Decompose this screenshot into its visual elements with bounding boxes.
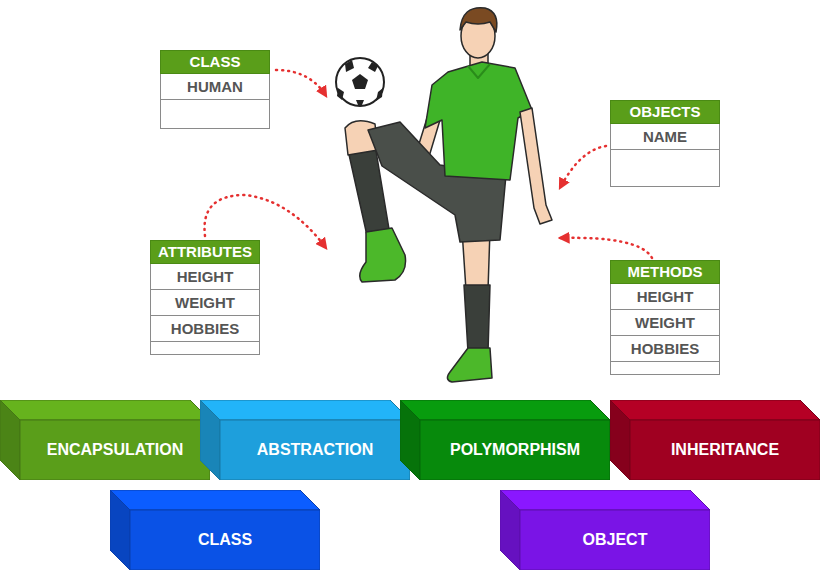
block-top bbox=[610, 400, 820, 420]
block-shape bbox=[610, 400, 820, 480]
callout-table: METHODSHEIGHTWEIGHTHOBBIES bbox=[610, 260, 720, 375]
table-row: HOBBIES bbox=[150, 316, 260, 342]
block-top bbox=[500, 490, 710, 510]
empty-row bbox=[150, 342, 260, 355]
block-side bbox=[200, 400, 220, 480]
table-row: HEIGHT bbox=[610, 284, 720, 310]
ball-patch bbox=[345, 60, 354, 72]
block-label: INHERITANCE bbox=[630, 420, 820, 480]
empty-row bbox=[610, 150, 720, 187]
ball-patch bbox=[356, 100, 364, 105]
block-top bbox=[400, 400, 610, 420]
block-shape bbox=[400, 400, 610, 480]
block-label: POLYMORPHISM bbox=[420, 420, 610, 480]
shirt bbox=[425, 62, 532, 180]
soccer-ball bbox=[336, 58, 384, 106]
ball bbox=[336, 58, 384, 106]
block-side bbox=[500, 490, 520, 570]
concept-block: OBJECT bbox=[500, 490, 710, 570]
leader-arrows bbox=[205, 70, 653, 258]
table-header: ATTRIBUTES bbox=[150, 240, 260, 264]
block-front bbox=[130, 510, 320, 570]
empty-row bbox=[160, 100, 270, 129]
block-shape bbox=[110, 490, 320, 570]
concept-block: INHERITANCE bbox=[610, 400, 820, 480]
block-front bbox=[520, 510, 710, 570]
table-row: HOBBIES bbox=[610, 336, 720, 362]
collar bbox=[468, 64, 490, 78]
table-header: CLASS bbox=[160, 50, 270, 74]
arm bbox=[520, 108, 552, 224]
callout-table: ATTRIBUTESHEIGHTWEIGHTHOBBIES bbox=[150, 240, 260, 355]
block-side bbox=[400, 400, 420, 480]
leader-arrow bbox=[276, 70, 326, 96]
ball-patch bbox=[352, 74, 368, 89]
block-side bbox=[610, 400, 630, 480]
ball-patch bbox=[368, 62, 378, 72]
boot bbox=[447, 348, 492, 382]
block-side bbox=[0, 400, 20, 480]
block-top bbox=[200, 400, 410, 420]
block-top bbox=[0, 400, 210, 420]
concept-block: CLASS bbox=[110, 490, 320, 570]
concept-block: ENCAPSULATION bbox=[0, 400, 210, 480]
block-top bbox=[110, 490, 320, 510]
block-label: OBJECT bbox=[520, 510, 710, 570]
block-label: ENCAPSULATION bbox=[20, 420, 210, 480]
ball-patch bbox=[376, 88, 383, 101]
concept-block: ABSTRACTION bbox=[200, 400, 410, 480]
boot bbox=[360, 228, 406, 282]
leader-arrow bbox=[560, 238, 652, 258]
concept-block: POLYMORPHISM bbox=[400, 400, 610, 480]
table-row: WEIGHT bbox=[150, 290, 260, 316]
table-header: OBJECTS bbox=[610, 100, 720, 124]
block-shape bbox=[200, 400, 410, 480]
hair bbox=[460, 8, 497, 32]
block-front bbox=[420, 420, 610, 480]
block-front bbox=[630, 420, 820, 480]
empty-row bbox=[610, 362, 720, 375]
block-shape bbox=[500, 490, 710, 570]
table-row: NAME bbox=[610, 124, 720, 150]
block-front bbox=[220, 420, 410, 480]
sock bbox=[464, 285, 490, 352]
block-label: ABSTRACTION bbox=[220, 420, 410, 480]
ball-patch bbox=[337, 88, 344, 100]
leader-arrow bbox=[560, 146, 606, 188]
table-row: HUMAN bbox=[160, 74, 270, 100]
block-front bbox=[20, 420, 210, 480]
table-row: WEIGHT bbox=[610, 310, 720, 336]
table-row: HEIGHT bbox=[150, 264, 260, 290]
block-side bbox=[110, 490, 130, 570]
block-shape bbox=[0, 400, 210, 480]
table-header: METHODS bbox=[610, 260, 720, 284]
callout-table: CLASSHUMAN bbox=[160, 50, 270, 129]
block-label: CLASS bbox=[130, 510, 320, 570]
callout-table: OBJECTSNAME bbox=[610, 100, 720, 187]
